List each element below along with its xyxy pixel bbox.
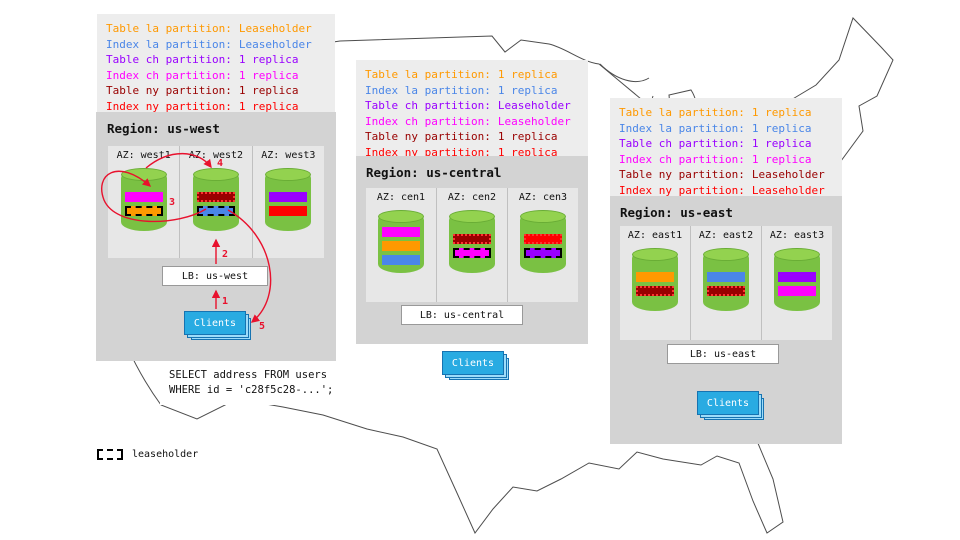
- partition-bar: [269, 206, 308, 216]
- partition-bar: [382, 255, 420, 265]
- db-node-east1: [632, 248, 678, 311]
- db-node-west3: [265, 168, 312, 231]
- az-label: AZ: east2: [698, 230, 754, 241]
- az-label: AZ: cen2: [447, 192, 497, 203]
- legend-line: Index la partition:1 replica: [619, 121, 812, 135]
- az-label: AZ: west1: [116, 150, 171, 161]
- db-node-cen1: [378, 210, 424, 273]
- clients-box-us-central: Clients: [442, 351, 504, 375]
- partition-bar: [453, 234, 491, 244]
- legend-line: Table la partition:Leaseholder: [106, 22, 312, 35]
- sql-query: SELECT address FROM users WHERE id = 'c2…: [160, 361, 338, 405]
- partition-bar: [269, 192, 308, 202]
- clients-box-us-east: Clients: [697, 391, 759, 415]
- az-row-us-west: AZ: west1 AZ: west2 AZ: west3: [108, 146, 324, 258]
- db-node-west1: [120, 168, 167, 231]
- partition-bar: [778, 286, 816, 296]
- load-balancer-us-east: LB: us-east: [667, 344, 779, 364]
- partition-legend-us-west: Table la partition:Leaseholder Index la …: [97, 14, 335, 121]
- legend-line: Index la partition:Leaseholder: [106, 37, 312, 51]
- partition-bar-leaseholder: [707, 286, 745, 296]
- legend-line: Index ch partition:1 replica: [619, 152, 812, 166]
- az-cell-cen1: AZ: cen1: [366, 188, 436, 302]
- db-node-east2: [703, 248, 749, 311]
- az-cell-cen3: AZ: cen3: [507, 188, 578, 302]
- region-panel-us-east: Region: us-east AZ: east1 AZ: east2 AZ: …: [610, 196, 842, 444]
- az-cell-east3: AZ: east3: [761, 226, 832, 340]
- region-title: Region: us-east: [620, 205, 733, 220]
- legend-line: Index ch partition:Leaseholder: [365, 114, 571, 128]
- az-cell-west2: AZ: west2: [179, 146, 251, 258]
- az-label: AZ: east1: [627, 230, 683, 241]
- az-label: AZ: east3: [769, 230, 825, 241]
- partition-bar: [707, 272, 745, 282]
- az-label: AZ: west3: [261, 150, 316, 161]
- db-node-cen2: [449, 210, 495, 273]
- az-row-us-east: AZ: east1 AZ: east2 AZ: east3: [620, 226, 832, 340]
- legend-line: Index la partition:1 replica: [365, 83, 558, 97]
- az-cell-east2: AZ: east2: [690, 226, 761, 340]
- legend-line: Table ch partition:Leaseholder: [365, 99, 571, 112]
- legend-line: Table ny partition:1 replica: [106, 84, 299, 97]
- us-map-outline: [97, 17, 894, 534]
- leaseholder-key-label: leaseholder: [132, 449, 199, 460]
- legend-line: Table ny partition:Leaseholder: [619, 168, 825, 181]
- az-label: AZ: cen1: [376, 192, 426, 203]
- az-label: AZ: cen3: [518, 192, 568, 203]
- load-balancer-us-central: LB: us-central: [401, 305, 523, 325]
- load-balancer-us-west: LB: us-west: [162, 266, 268, 286]
- partition-bar-leaseholder: [196, 206, 235, 216]
- partition-bar: [778, 272, 816, 282]
- legend-line: Table ny partition:1 replica: [365, 130, 558, 143]
- region-title: Region: us-central: [366, 165, 502, 180]
- partition-bar: [196, 192, 235, 202]
- legend-line: Table ch partition:1 replica: [106, 53, 299, 66]
- leaseholder-dashed-swatch: [97, 449, 123, 460]
- az-cell-east1: AZ: east1: [620, 226, 690, 340]
- clients-box-us-west: Clients: [184, 311, 246, 335]
- partition-bar: [124, 192, 163, 202]
- az-cell-west1: AZ: west1: [108, 146, 179, 258]
- az-cell-cen2: AZ: cen2: [436, 188, 507, 302]
- partition-bar-leaseholder: [453, 248, 491, 258]
- leaseholder-key: leaseholder: [97, 449, 198, 460]
- legend-line: Table la partition:1 replica: [619, 106, 812, 119]
- partition-bar-leaseholder: [524, 248, 562, 258]
- db-node-west2: [192, 168, 239, 231]
- az-cell-west3: AZ: west3: [251, 146, 324, 258]
- legend-line: Index ny partition:Leaseholder: [619, 183, 825, 197]
- partition-bar: [524, 234, 562, 244]
- region-panel-us-central: Region: us-central AZ: cen1 AZ: cen2: [356, 156, 588, 344]
- legend-line: Table ch partition:1 replica: [619, 137, 812, 150]
- region-title: Region: us-west: [107, 121, 220, 136]
- legend-line: Index ny partition:1 replica: [106, 99, 299, 113]
- legend-line: Index ch partition:1 replica: [106, 68, 299, 82]
- legend-line: Table la partition:1 replica: [365, 68, 558, 81]
- partition-bar: [382, 241, 420, 251]
- partition-legend-us-east: Table la partition:1 replica Index la pa…: [610, 98, 842, 205]
- db-node-cen3: [520, 210, 566, 273]
- az-row-us-central: AZ: cen1 AZ: cen2 AZ: cen3: [366, 188, 578, 302]
- az-label: AZ: west2: [188, 150, 244, 161]
- db-node-east3: [774, 248, 820, 311]
- partition-bar-leaseholder: [636, 286, 674, 296]
- partition-bar: [636, 272, 674, 282]
- partition-bar: [382, 227, 420, 237]
- partition-bar-leaseholder: [124, 206, 163, 216]
- sql-query-line2: WHERE id = 'c28f5c28-...';: [169, 384, 334, 396]
- partition-legend-us-central: Table la partition:1 replica Index la pa…: [356, 60, 588, 167]
- sql-query-line1: SELECT address FROM users: [169, 369, 328, 381]
- legend-line: Index ny partition:1 replica: [365, 145, 558, 159]
